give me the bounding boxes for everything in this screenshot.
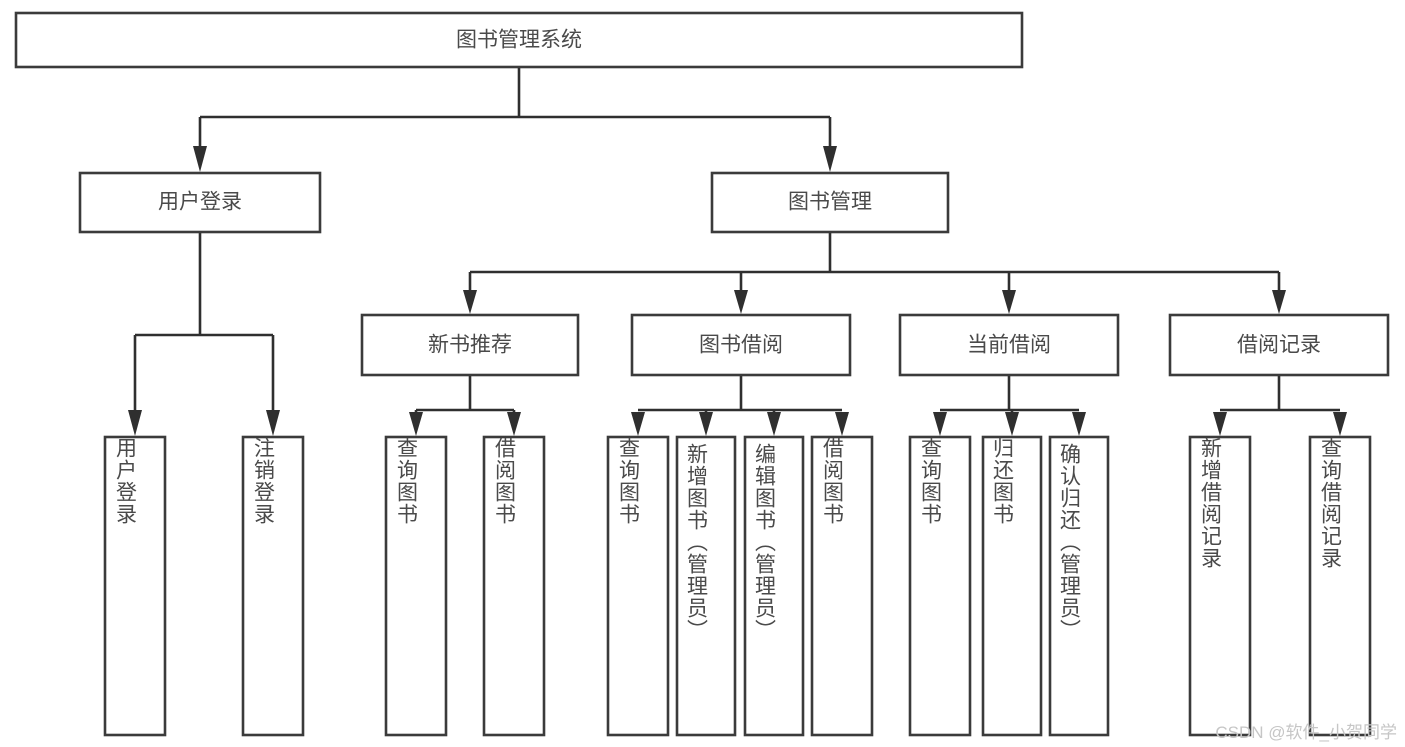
node-new-book-rec-label: 新书推荐 (428, 334, 512, 357)
leaf-borrow-book-box[interactable] (810, 435, 874, 737)
leaf-user-login-box[interactable] (103, 435, 167, 737)
node-book-manage[interactable]: 图书管理 (710, 171, 950, 234)
arrow-leaf-borrow-book-rec (507, 412, 521, 436)
leaf-add-book-box[interactable] (675, 435, 737, 737)
node-book-borrow-box (630, 313, 852, 377)
leaf-query-book-cur-box[interactable] (908, 435, 972, 737)
leaf-query-book-rec-box[interactable] (384, 435, 448, 737)
node-current-borrow-label: 当前借阅 (967, 334, 1051, 357)
node-current-borrow-box (898, 313, 1120, 377)
arrow-to-new-book-rec (463, 290, 477, 314)
arrow-leaf-logout (266, 410, 280, 436)
node-book-borrow[interactable]: 图书借阅 (630, 313, 852, 377)
leaf-logout-box[interactable] (241, 435, 305, 737)
watermark-text: CSDN @软件_小贺同学 (1215, 723, 1397, 742)
node-root-box (14, 11, 1024, 69)
arrow-leaf-confirm-return (1072, 412, 1086, 436)
leaf-layer (103, 435, 1372, 737)
arrow-leaf-borrow-book (835, 412, 849, 436)
arrow-leaf-query-book-rec (409, 412, 423, 436)
node-new-book-rec-box (360, 313, 580, 377)
arrow-to-book-manage (823, 146, 837, 172)
leaf-query-record-box[interactable] (1308, 435, 1372, 737)
arrow-to-user-login (193, 146, 207, 172)
node-root-label: 图书管理系统 (456, 29, 582, 52)
node-user-login-box (78, 171, 322, 234)
node-book-manage-box (710, 171, 950, 234)
arrow-leaf-query-record (1333, 412, 1347, 436)
arrow-leaf-add-book (699, 412, 713, 436)
connector-layer (128, 67, 1347, 436)
leaf-add-record-box[interactable] (1188, 435, 1252, 737)
node-user-login-label: 用户登录 (158, 191, 242, 214)
node-new-book-rec[interactable]: 新书推荐 (360, 313, 580, 377)
node-current-borrow[interactable]: 当前借阅 (898, 313, 1120, 377)
leaf-confirm-return-box[interactable] (1048, 435, 1110, 737)
leaf-return-book-box[interactable] (981, 435, 1043, 737)
leaf-edit-book-box[interactable] (743, 435, 805, 737)
node-borrow-record-label: 借阅记录 (1237, 334, 1321, 357)
arrow-leaf-user-login (128, 410, 142, 436)
leaf-query-book-box[interactable] (606, 435, 670, 737)
leaf-borrow-book-rec-box[interactable] (482, 435, 546, 737)
arrow-leaf-query-book-cur (933, 412, 947, 436)
node-borrow-record[interactable]: 借阅记录 (1168, 313, 1390, 377)
arrow-leaf-add-record (1213, 412, 1227, 436)
arrow-to-current-borrow (1002, 290, 1016, 314)
arrow-leaf-edit-book (767, 412, 781, 436)
node-book-manage-label: 图书管理 (788, 191, 872, 214)
arrow-leaf-query-book (631, 412, 645, 436)
node-borrow-record-box (1168, 313, 1390, 377)
node-book-borrow-label: 图书借阅 (699, 334, 783, 357)
arrow-to-book-borrow (734, 290, 748, 314)
node-root[interactable]: 图书管理系统 (14, 11, 1024, 69)
node-user-login[interactable]: 用户登录 (78, 171, 322, 234)
arrow-to-borrow-record (1272, 290, 1286, 314)
arrow-leaf-return-book (1005, 412, 1019, 436)
